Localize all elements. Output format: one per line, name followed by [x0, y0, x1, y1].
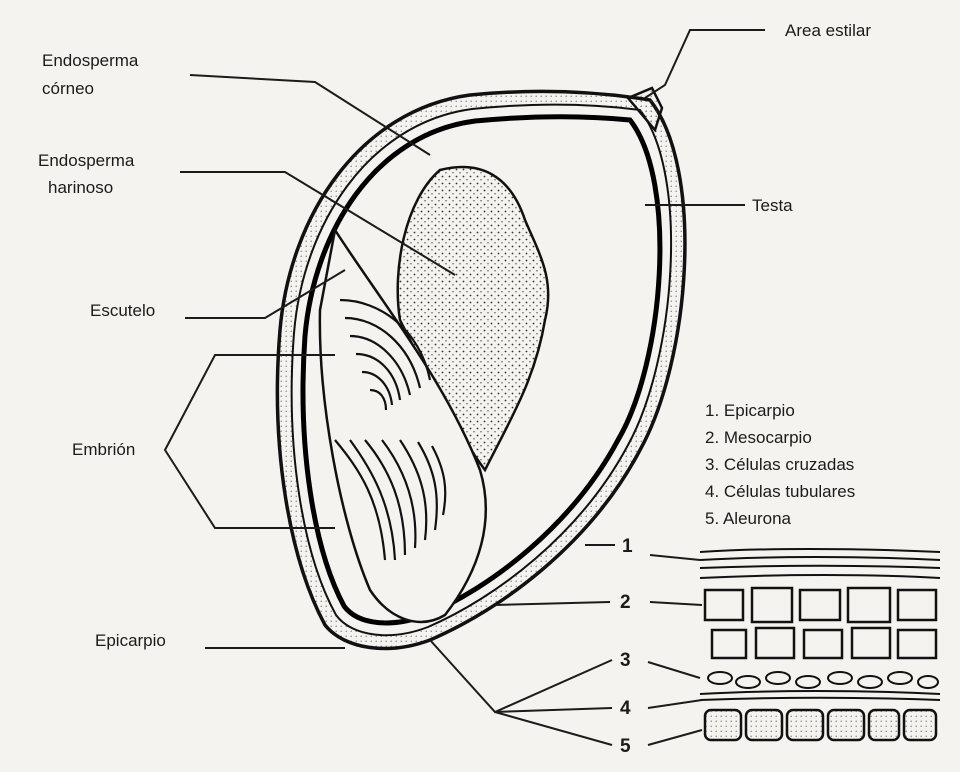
label-endosperma-harinoso-line1: Endosperma: [38, 151, 135, 170]
legend-item-5: 5. Aleurona: [705, 509, 792, 528]
legend-item-4: 4. Células tubulares: [705, 482, 855, 501]
layer-number-5: 5: [620, 736, 631, 757]
layer-number-1: 1: [622, 536, 633, 557]
leader-3: [430, 640, 612, 712]
leader-2b: [650, 602, 702, 605]
leader-4b: [648, 700, 702, 708]
leader-1b: [650, 555, 700, 560]
legend-item-3: 3. Células cruzadas: [705, 455, 854, 474]
legend-item-1: 1. Epicarpio: [705, 401, 795, 420]
layers-cross-section: [700, 549, 940, 740]
label-escutelo: Escutelo: [90, 301, 155, 320]
leader-area-estilar: [645, 30, 765, 98]
label-area-estilar: Area estilar: [785, 21, 871, 40]
leader-5b: [648, 730, 702, 745]
label-endosperma-corneo-line2: córneo: [42, 79, 94, 98]
legend-item-2: 2. Mesocarpio: [705, 428, 812, 447]
label-endosperma-harinoso-line2: harinoso: [48, 178, 113, 197]
label-embrion: Embrión: [72, 440, 135, 459]
layer-number-2: 2: [620, 592, 631, 613]
leader-4: [495, 708, 612, 712]
layer-number-3: 3: [620, 650, 631, 671]
label-epicarpio: Epicarpio: [95, 631, 166, 650]
label-testa: Testa: [752, 196, 793, 215]
legend: 1. Epicarpio 2. Mesocarpio 3. Células cr…: [705, 401, 855, 528]
leader-2: [495, 602, 610, 605]
leader-5: [495, 712, 612, 745]
leader-3b: [648, 662, 700, 678]
label-endosperma-corneo-line1: Endosperma: [42, 51, 139, 70]
layer-number-4: 4: [620, 698, 631, 719]
